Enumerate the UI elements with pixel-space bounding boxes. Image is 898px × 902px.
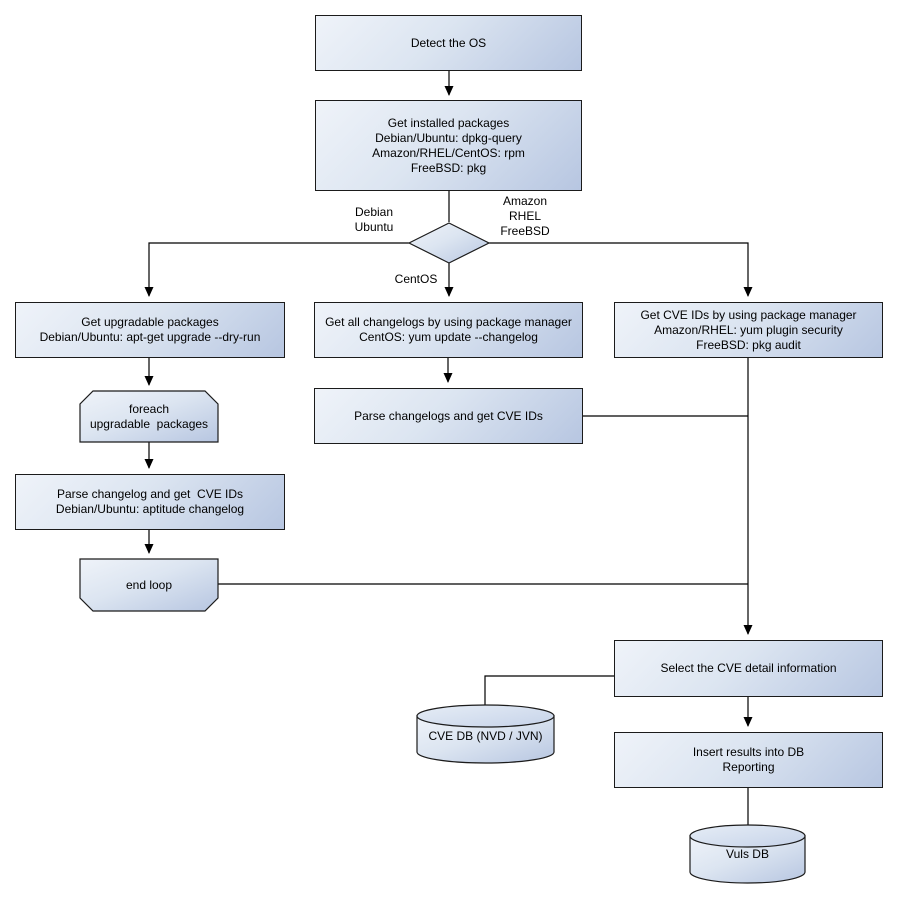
node-parse-changelogs: Parse changelogs and get CVE IDs	[314, 388, 583, 444]
node-text-line: Amazon/RHEL/CentOS: rpm	[372, 145, 525, 160]
node-text-line: Detect the OS	[410, 35, 487, 50]
node-text-line: Insert results into DB	[692, 745, 805, 759]
edge-label-line: CentOS	[394, 272, 438, 286]
node-get-all-changelogs: Get all changelogs by using package mana…	[314, 302, 583, 358]
node-text-line: Reporting	[722, 760, 775, 774]
edge-label-debian-ubuntu: Debian Ubuntu	[339, 205, 409, 235]
node-get-installed-packages: Get installed packages Debian/Ubuntu: dp…	[315, 100, 582, 191]
node-parse-changelog: Parse changelog and get CVE IDs Debian/U…	[15, 474, 285, 530]
edge-label-line: FreeBSD	[500, 224, 550, 238]
edge-label-line: Ubuntu	[354, 220, 394, 234]
node-text-line: Parse changelog and get CVE IDs	[56, 487, 244, 501]
edge-label-line: Amazon	[502, 194, 548, 208]
node-text-line: FreeBSD: pkg audit	[696, 337, 801, 352]
node-text-line: Parse changelogs and get CVE IDs	[354, 408, 543, 423]
node-text-line: Get all changelogs by using package mana…	[325, 315, 572, 329]
node-text-line: Get CVE IDs by using package manager	[640, 307, 857, 322]
vuls-db-cylinder	[689, 824, 806, 884]
node-text-line: Debian/Ubuntu: dpkg-query	[375, 130, 522, 145]
decision-diamond	[407, 222, 491, 264]
edge-label-amazon-rhel-freebsd: Amazon RHEL FreeBSD	[490, 194, 560, 239]
node-text-line: CentOS: yum update --changelog	[359, 330, 538, 344]
node-detect-os: Detect the OS	[315, 15, 582, 71]
node-get-cve-ids: Get CVE IDs by using package manager Ama…	[614, 302, 883, 358]
edge-decision-right	[489, 242, 753, 297]
edge-label-centos: CentOS	[386, 272, 446, 287]
node-text-line: Debian/Ubuntu: aptitude changelog	[55, 502, 245, 516]
node-text-line: Get upgradable packages	[81, 315, 219, 329]
cve-db-cylinder	[416, 704, 555, 764]
connectors	[144, 71, 753, 825]
node-get-upgradable-packages: Get upgradable packages Debian/Ubuntu: a…	[15, 302, 285, 358]
edge-select-to-cvedb	[484, 675, 614, 705]
node-text-line: FreeBSD: pkg	[410, 160, 487, 175]
node-insert-results: Insert results into DB Reporting	[614, 732, 883, 788]
node-text-line: Select the CVE detail information	[660, 661, 837, 675]
edge-decision-left	[144, 242, 409, 297]
node-text-line: Amazon/RHEL: yum plugin security	[654, 322, 843, 337]
node-text-line: Get installed packages	[387, 115, 510, 130]
node-select-cve-detail: Select the CVE detail information	[614, 640, 883, 697]
edge-label-line: Debian	[354, 205, 394, 219]
end-loop-shape	[79, 558, 219, 612]
foreach-loop-shape	[79, 390, 219, 443]
edge-label-line: RHEL	[508, 209, 541, 223]
node-text-line: Debian/Ubuntu: apt-get upgrade --dry-run	[39, 330, 261, 344]
